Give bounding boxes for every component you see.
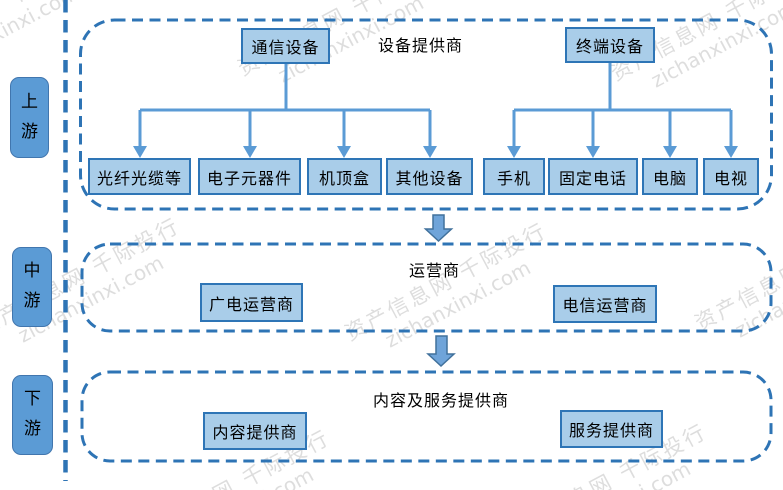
stage-label-downstream: 下游 <box>12 375 53 455</box>
node-fixed-telephone: 固定电话 <box>548 158 638 195</box>
midstream-container-border <box>80 242 773 333</box>
stage-label-midstream: 中游 <box>12 247 52 327</box>
downstream-container-border <box>80 370 773 463</box>
terminal-equipment-tree-arrowheads <box>507 146 738 158</box>
comm-equipment-tree-lines <box>138 64 432 147</box>
node-mobile-phone: 手机 <box>483 158 545 195</box>
node-terminal-equipment: 终端设备 <box>565 27 655 63</box>
node-optical-fiber-cable: 光纤光缆等 <box>88 158 191 195</box>
node-television: 电视 <box>703 158 759 195</box>
comm-equipment-tree-arrowheads <box>133 146 437 158</box>
stage-label-upstream: 上游 <box>10 77 49 158</box>
downstream-section-title: 内容及服务提供商 <box>373 391 510 410</box>
node-telecom-operator: 电信运营商 <box>553 285 657 323</box>
upstream-container-border <box>79 18 773 211</box>
upstream-to-midstream-arrow <box>423 214 454 243</box>
node-content-provider: 内容提供商 <box>203 412 307 450</box>
midstream-section-title: 运营商 <box>409 261 461 280</box>
node-set-top-box: 机顶盒 <box>307 158 382 195</box>
node-broadcast-operator: 广电运营商 <box>200 283 303 322</box>
node-comm-equipment: 通信设备 <box>241 28 330 64</box>
upstream-section-title: 设备提供商 <box>378 36 464 55</box>
node-computer: 电脑 <box>642 158 698 195</box>
terminal-equipment-tree-lines <box>512 63 733 147</box>
node-other-equipment: 其他设备 <box>386 158 473 195</box>
node-service-provider: 服务提供商 <box>560 410 663 448</box>
node-electronic-components: 电子元器件 <box>198 158 301 195</box>
midstream-to-downstream-arrow <box>426 335 456 368</box>
